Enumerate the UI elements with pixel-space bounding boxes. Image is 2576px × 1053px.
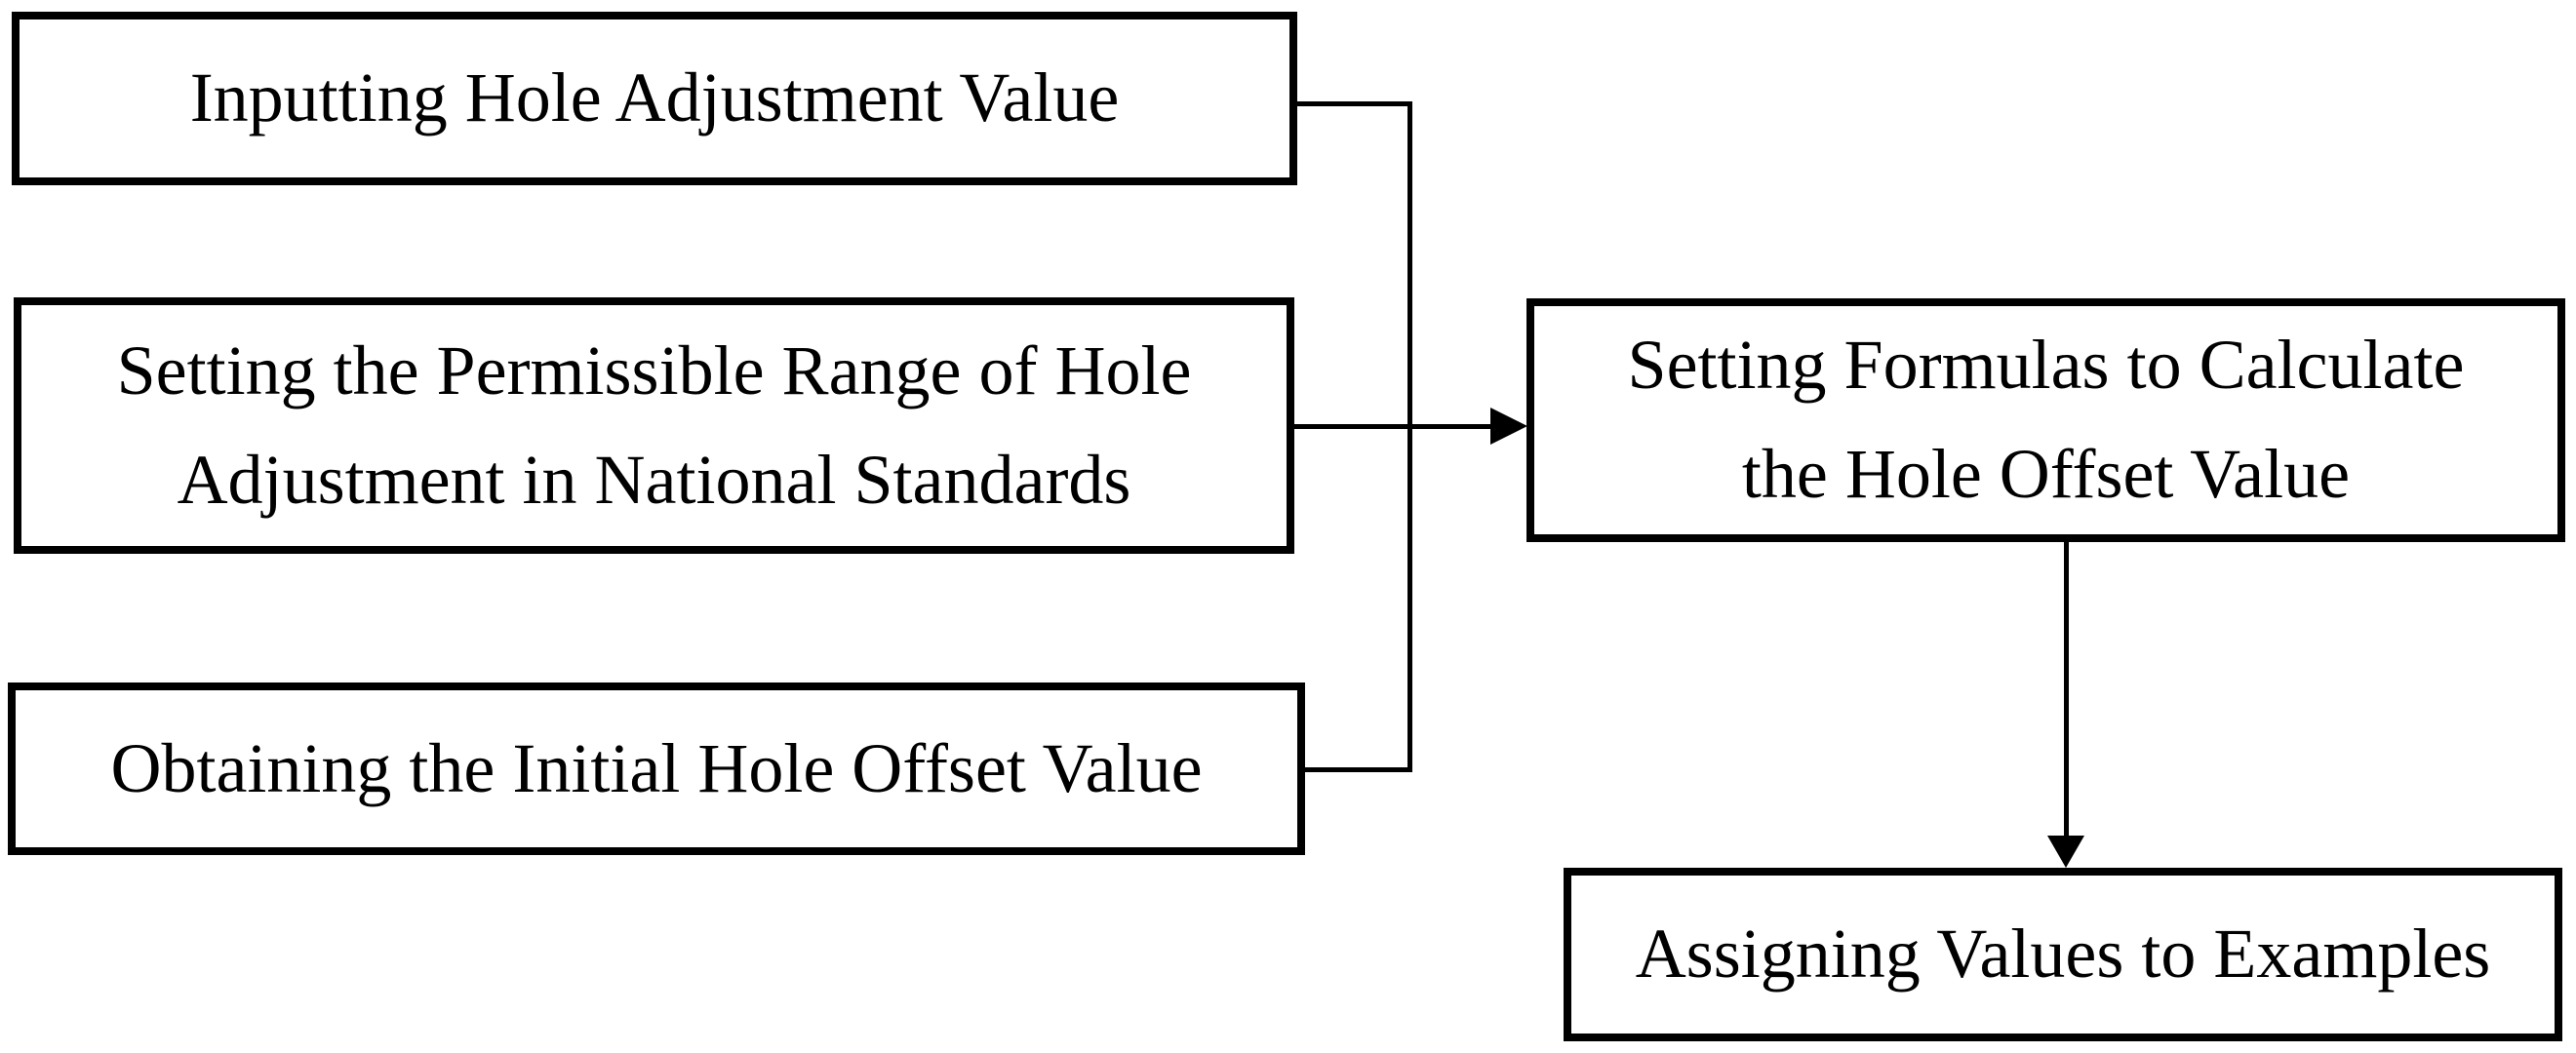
node-label: Assigning Values to Examples (1636, 900, 2491, 1009)
node-label: Obtaining the Initial Hole Offset Value (110, 715, 1202, 824)
node-label-line: Adjustment in National Standards (177, 440, 1131, 519)
node-label: Setting the Permissible Range of Hole Ad… (117, 317, 1192, 534)
node-setting-formulas: Setting Formulas to Calculate the Hole O… (1526, 298, 2565, 542)
arrowhead-down-icon (2047, 836, 2084, 868)
node-setting-permissible-range: Setting the Permissible Range of Hole Ad… (14, 297, 1294, 554)
edge-trunk-vertical (1407, 101, 1412, 772)
node-inputting-hole-adjustment-value: Inputting Hole Adjustment Value (12, 12, 1297, 185)
edge-initial-offset-to-trunk (1305, 767, 1412, 772)
node-label-line: the Hole Offset Value (1741, 435, 2351, 513)
edge-range-to-formulas (1294, 424, 1490, 429)
node-label-line: Inputting Hole Adjustment Value (189, 58, 1120, 137)
edge-inputting-to-trunk (1297, 101, 1412, 106)
edge-formulas-to-assigning (2064, 542, 2069, 838)
node-label: Inputting Hole Adjustment Value (190, 44, 1120, 153)
node-label: Setting Formulas to Calculate the Hole O… (1628, 311, 2465, 528)
node-assigning-values: Assigning Values to Examples (1564, 868, 2562, 1041)
node-label-line: Setting the Permissible Range of Hole (116, 331, 1192, 410)
node-label-line: Setting Formulas to Calculate (1627, 326, 2465, 405)
node-label-line: Obtaining the Initial Hole Offset Value (110, 728, 1203, 807)
node-label-line: Assigning Values to Examples (1635, 915, 2491, 994)
node-obtaining-initial-hole-offset: Obtaining the Initial Hole Offset Value (8, 682, 1305, 855)
arrowhead-right-icon (1490, 408, 1527, 445)
